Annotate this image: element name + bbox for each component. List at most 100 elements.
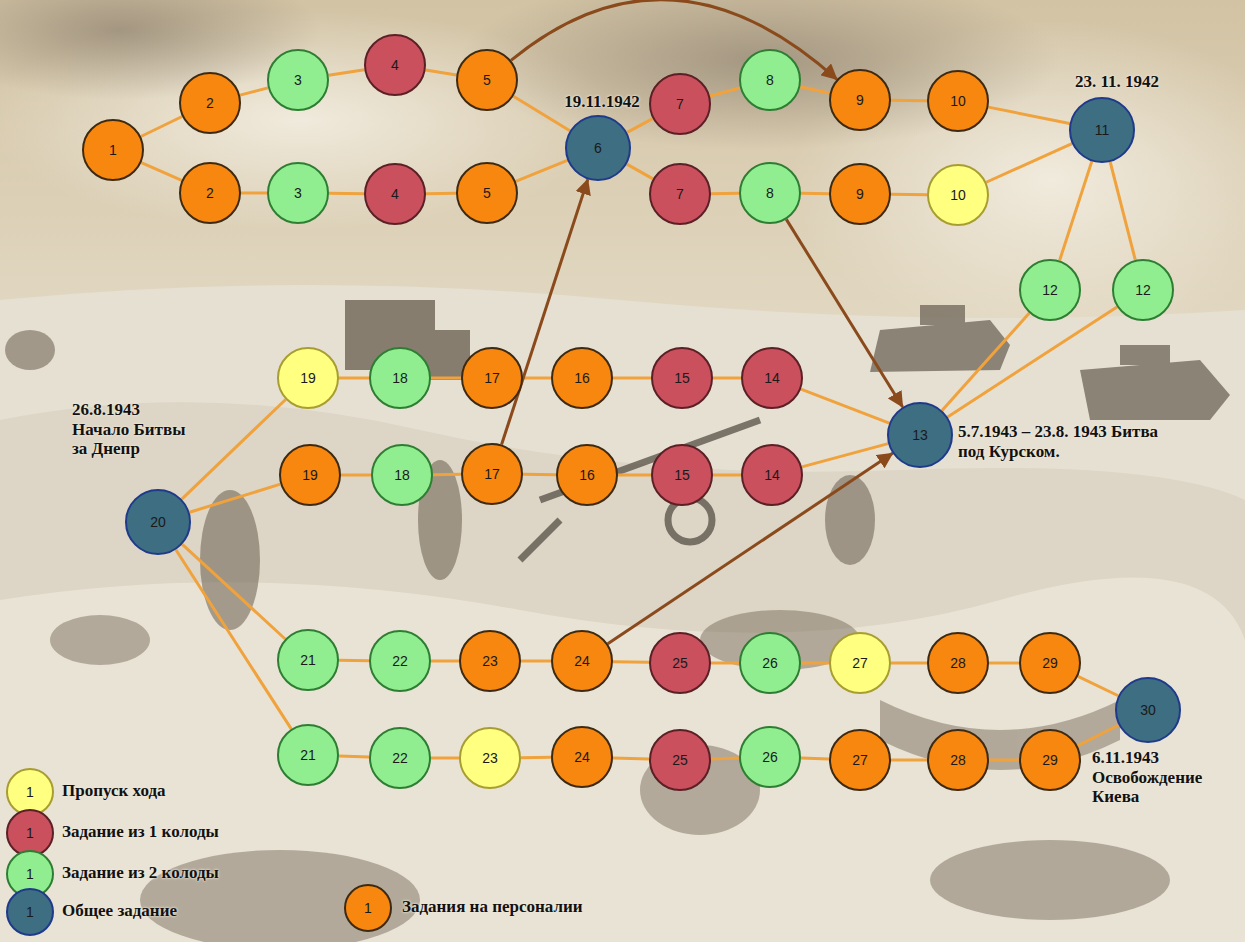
smoke-cloud <box>460 0 1060 150</box>
cell-number: 2 <box>206 185 214 201</box>
path-line <box>329 192 364 195</box>
path-line <box>711 757 739 761</box>
deck-two-cell: 8 <box>739 49 801 111</box>
person-task-cell: 17 <box>461 443 523 505</box>
path-line <box>891 193 927 196</box>
date-caption-box: 26.8.1943 Начало Битвы за Днепр <box>72 400 196 459</box>
path-line <box>339 377 369 380</box>
deck-two-cell: 12 <box>1019 259 1081 321</box>
swatch-number: 1 <box>26 866 34 882</box>
swatch-number: 1 <box>26 784 34 800</box>
path-line <box>521 660 551 663</box>
cell-number: 3 <box>294 72 302 88</box>
cell-number: 25 <box>672 655 688 671</box>
path-line <box>801 757 829 761</box>
path-line <box>618 474 651 477</box>
skip-turn-cell: 10 <box>927 164 989 226</box>
cell-number: 5 <box>483 185 491 201</box>
debris <box>50 610 1170 942</box>
skip-turn-cell: 23 <box>459 727 521 789</box>
person-task-cell: 29 <box>1019 729 1081 791</box>
cell-number: 4 <box>391 186 399 202</box>
path-line <box>431 660 459 663</box>
cell-number: 6 <box>594 140 602 156</box>
cell-number: 30 <box>1140 702 1156 718</box>
cell-number: 28 <box>950 752 966 768</box>
path-line <box>627 164 653 179</box>
snow-field <box>0 402 1245 942</box>
field-gun <box>520 420 760 560</box>
path-line <box>1078 725 1119 746</box>
path-line <box>613 758 649 759</box>
deck-two-cell: 18 <box>369 347 431 409</box>
path-line <box>613 660 649 664</box>
cell-number: 23 <box>482 653 498 669</box>
cell-number: 29 <box>1042 655 1058 671</box>
path-line <box>710 88 740 96</box>
deck-two-cell: 26 <box>739 632 801 694</box>
legend-entry: Задания на персоналии <box>402 897 583 917</box>
person-task-cell: 5 <box>456 162 518 224</box>
path-line <box>989 662 1019 665</box>
date-caption: 5.7.1943 – 23.8. 1943 Битва под Курском. <box>958 422 1170 461</box>
cell-number: 17 <box>484 370 500 386</box>
skip-turn-cell: 27 <box>829 632 891 694</box>
path-line <box>891 662 927 665</box>
deck-two-cell: 26 <box>739 726 801 788</box>
path-line <box>986 144 1072 183</box>
swatch-number: 1 <box>26 825 34 841</box>
path-line <box>1078 676 1118 695</box>
cell-number: 1 <box>109 142 117 158</box>
path-line <box>523 473 556 476</box>
cell-number: 14 <box>764 370 780 386</box>
date-caption-box: 5.7.1943 – 23.8. 1943 Битва под Курском. <box>958 422 1170 461</box>
cell-number: 28 <box>950 655 966 671</box>
path-line <box>989 759 1019 762</box>
cell-number: 4 <box>391 57 399 73</box>
path-line <box>948 307 1117 417</box>
path-line <box>627 119 653 133</box>
cell-number: 3 <box>294 185 302 201</box>
date-caption-box: 19.11.1942 <box>542 92 662 112</box>
deck-one-cell: 14 <box>741 444 803 506</box>
deck-one-cell: 7 <box>649 163 711 225</box>
person-task-cell: 16 <box>551 347 613 409</box>
path-line <box>339 755 369 759</box>
date-caption: 23. 11. 1942 <box>1052 72 1182 92</box>
path-line <box>711 662 739 665</box>
deck-one-cell: 7 <box>649 73 711 135</box>
deck-two-cell: 18 <box>371 444 433 506</box>
deck-two-cell: 12 <box>1112 259 1174 321</box>
legend-swatch: 1 <box>344 884 392 932</box>
person-task-cell: 27 <box>829 729 891 791</box>
path-line <box>988 107 1069 123</box>
cell-number: 9 <box>856 92 864 108</box>
path-line <box>240 88 268 95</box>
common-task-cell: 619.11.1942 <box>565 115 631 181</box>
path-line <box>613 377 651 380</box>
path-line <box>801 389 889 423</box>
cell-number: 7 <box>676 186 684 202</box>
cell-number: 12 <box>1135 282 1151 298</box>
deck-one-cell: 25 <box>649 729 711 791</box>
cell-number: 15 <box>674 467 690 483</box>
path-line <box>1060 161 1092 260</box>
legend-text: Задания на персоналии <box>402 897 583 916</box>
deck-two-cell: 8 <box>739 162 801 224</box>
path-line <box>182 544 285 639</box>
date-caption: 26.8.1943 Начало Битвы за Днепр <box>72 400 196 459</box>
path-line <box>426 70 457 75</box>
path-line <box>241 192 267 195</box>
person-task-cell: 16 <box>556 444 618 506</box>
path-line <box>141 117 182 137</box>
path-line <box>713 474 741 477</box>
deck-one-cell: 15 <box>651 347 713 409</box>
cell-number: 2 <box>206 95 214 111</box>
legend-text: Пропуск хода <box>62 781 166 800</box>
deck-two-cell: 3 <box>267 162 329 224</box>
cell-number: 27 <box>852 752 868 768</box>
person-task-cell: 9 <box>829 69 891 131</box>
skip-turn-cell: 19 <box>277 347 339 409</box>
cell-number: 24 <box>574 653 590 669</box>
common-task-cell: 135.7.1943 – 23.8. 1943 Битва под Курско… <box>887 402 953 468</box>
